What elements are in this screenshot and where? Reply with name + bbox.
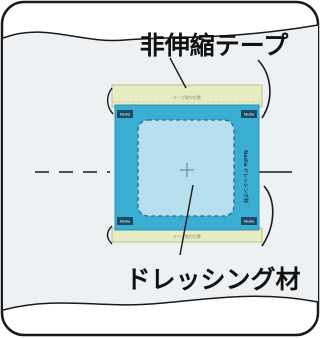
absorbent-pad	[137, 119, 235, 217]
tape-bottom-print: テープ貼付位置	[173, 233, 201, 239]
tape-bracket-top	[257, 59, 271, 119]
corner-tab-top-right	[241, 110, 257, 118]
left-bracket-top	[106, 87, 114, 115]
tape-bracket-bottom	[261, 185, 274, 247]
svg-text:Nadia: Nadia	[120, 113, 130, 117]
svg-text:Nadia ドレッシング材: Nadia ドレッシング材	[242, 150, 249, 203]
corner-tab-top-left	[117, 110, 133, 118]
tape-top-print: テープ貼付位置	[173, 94, 201, 100]
limb-bottom-edge	[2, 295, 319, 311]
dressing-leader-line	[179, 184, 194, 256]
tape-leader-line	[169, 57, 187, 89]
corner-tab-bottom-left	[117, 217, 133, 225]
crosshair-plus-icon	[180, 163, 194, 177]
label-dressing: ドレッシング材	[125, 265, 300, 294]
svg-text:Nadia: Nadia	[244, 220, 254, 224]
svg-text:Nadia: Nadia	[244, 113, 254, 117]
svg-text:Nadia: Nadia	[120, 220, 130, 224]
label-tape: 非伸縮テープ	[140, 31, 290, 60]
limb-top-edge	[2, 24, 319, 42]
left-bracket-bottom	[106, 225, 113, 245]
corner-tab-bottom-right	[241, 217, 257, 225]
vertical-print: Nadia ドレッシング材	[242, 150, 249, 203]
